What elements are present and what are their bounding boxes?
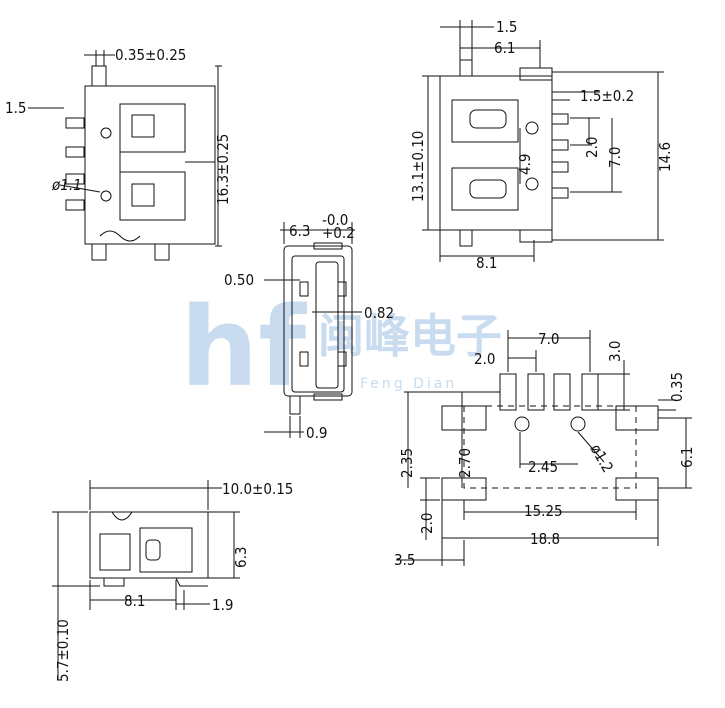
bottom-hole-a bbox=[525, 121, 539, 135]
top-hole-b bbox=[100, 190, 112, 202]
pcb-tab-left-bottom bbox=[441, 477, 487, 501]
dim-body-length: 16.3±0.25 bbox=[214, 134, 232, 205]
dim-width-top: 6.1 bbox=[494, 39, 515, 57]
dim-side-tail: 1.9 bbox=[212, 596, 233, 614]
dim-pcb-row-offset-a: 2.35 bbox=[398, 448, 416, 478]
dim-pcb-edge-offset: 3.5 bbox=[394, 551, 415, 569]
dim-end-tol-upper: -0.0 bbox=[322, 211, 348, 229]
dim-hole-spacing: 4.9 bbox=[516, 154, 534, 175]
pcb-layout-dims: 7.0 2.0 3.0 0.35 2.35 2.70 2.45 ø1.2 6.1… bbox=[394, 330, 696, 569]
pcb-pad-1 bbox=[499, 373, 517, 411]
dim-right-pitch: 1.5±0.2 bbox=[580, 87, 634, 105]
dim-end-wall: 0.50 bbox=[224, 271, 254, 289]
dim-pin-width: 0.35±0.25 bbox=[115, 46, 186, 64]
dim-pcb-pin-pitch: 2.0 bbox=[474, 350, 495, 368]
end-view-body bbox=[283, 245, 353, 397]
watermark-logo: hf bbox=[180, 283, 307, 411]
bottom-port-upper bbox=[451, 99, 519, 143]
dim-pcb-pin-span: 7.0 bbox=[538, 330, 559, 348]
top-port-upper bbox=[119, 103, 186, 153]
dim-height-left: 13.1±0.10 bbox=[409, 131, 427, 202]
top-port-lower bbox=[119, 171, 186, 221]
top-view bbox=[28, 50, 222, 261]
dim-pitch-top: 1.5 bbox=[496, 18, 517, 36]
dim-pin-span-a: 2.0 bbox=[583, 137, 601, 158]
dim-pcb-pad-width: 0.35 bbox=[668, 372, 686, 402]
dim-pcb-tab-height: 2.0 bbox=[418, 513, 436, 534]
bottom-port-lower bbox=[451, 167, 519, 211]
dim-end-contact: 0.82 bbox=[364, 304, 394, 322]
dim-side-length: 10.0±0.15 bbox=[222, 480, 293, 498]
dim-pcb-inner-span: 15.25 bbox=[524, 502, 563, 520]
dim-end-width: 6.3 bbox=[289, 222, 310, 240]
bottom-view-body bbox=[439, 75, 553, 231]
top-hole-a bbox=[100, 127, 112, 139]
dim-side-height: 6.3 bbox=[232, 547, 250, 568]
watermark-company-english: Feng Dian bbox=[360, 376, 457, 392]
side-view-dims: 10.0±0.15 6.3 5.7±0.10 8.1 1.9 bbox=[54, 480, 293, 682]
end-view-dims: 6.3 -0.0 +0.2 0.50 0.82 0.9 bbox=[224, 211, 394, 442]
dim-pcb-right-offset: 6.1 bbox=[678, 447, 696, 468]
dim-pcb-outer-span: 18.8 bbox=[530, 530, 560, 548]
dim-pcb-pad-length: 3.0 bbox=[606, 341, 624, 362]
dim-pin-span-b: 7.0 bbox=[606, 147, 624, 168]
dim-pcb-row-offset-b: 2.70 bbox=[456, 448, 474, 478]
pcb-pad-3 bbox=[553, 373, 571, 411]
dim-hole-diameter: ø1.1 bbox=[51, 176, 82, 194]
dim-height-total: 14.6 bbox=[656, 142, 674, 172]
side-view bbox=[52, 480, 240, 680]
pcb-hole-a bbox=[514, 416, 530, 432]
dim-pin-pitch: 1.5 bbox=[5, 99, 26, 117]
dim-side-depth: 8.1 bbox=[124, 592, 145, 610]
bottom-hole-b bbox=[525, 177, 539, 191]
pcb-hole-b bbox=[570, 416, 586, 432]
watermark: hf 闽峰电子 Feng Dian bbox=[180, 283, 502, 411]
side-view-body bbox=[89, 511, 209, 579]
dim-pcb-hole-offset: 2.45 bbox=[528, 458, 558, 476]
dim-pcb-hole-diameter: ø1.2 bbox=[587, 441, 617, 476]
dim-end-leg: 0.9 bbox=[306, 424, 327, 442]
dim-width-bottom: 8.1 bbox=[476, 254, 497, 272]
top-view-dims: 0.35±0.25 1.5 ø1.1 16.3±0.25 bbox=[5, 46, 232, 205]
pcb-pad-4 bbox=[581, 373, 599, 411]
top-view-body bbox=[84, 85, 216, 245]
pcb-pad-2 bbox=[527, 373, 545, 411]
watermark-company-name: 闽峰电子 bbox=[318, 309, 502, 363]
dim-side-overall-height: 5.7±0.10 bbox=[54, 619, 72, 682]
end-view bbox=[264, 222, 362, 438]
pcb-tab-right-bottom bbox=[615, 477, 659, 501]
dim-end-tol-lower: +0.2 bbox=[322, 224, 355, 242]
bottom-view-dims: 1.5 6.1 1.5±0.2 4.9 2.0 7.0 13.1±0.10 14… bbox=[409, 18, 674, 272]
pcb-layout bbox=[396, 330, 692, 566]
bottom-view bbox=[422, 20, 664, 262]
